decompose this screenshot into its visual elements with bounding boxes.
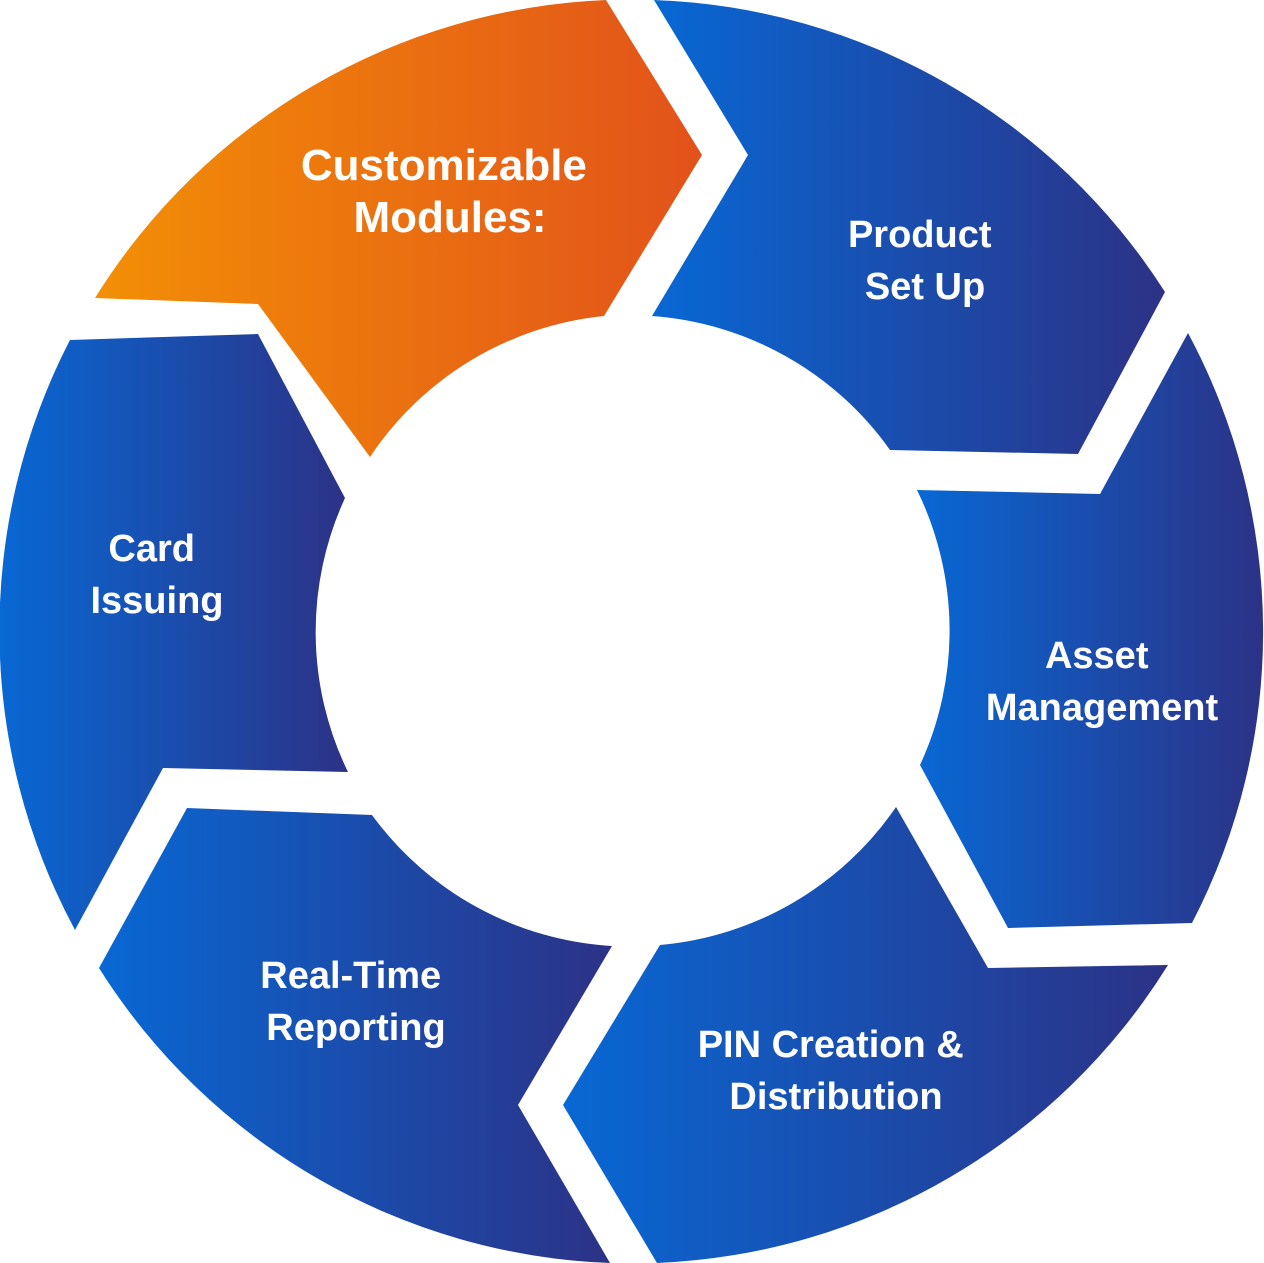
segment-label-line1: Customizable xyxy=(301,141,587,190)
svg-text:Customizable Modules:: Customizable Modules: xyxy=(301,141,599,242)
segment-label-line1: Real-Time xyxy=(260,955,441,997)
segment-shape xyxy=(563,807,1168,1263)
segment-label-line2: Issuing xyxy=(90,580,223,622)
segment-label-line2: Management xyxy=(986,687,1219,729)
segment-card-issuing: Card Issuing xyxy=(0,334,348,930)
segment-customizable-modules: Customizable Modules: xyxy=(95,0,702,457)
segment-shape xyxy=(917,333,1264,928)
segment-label-line1: Asset xyxy=(1045,635,1149,677)
segment-label-line2: Set Up xyxy=(865,266,985,308)
segment-asset-management: Asset Management xyxy=(917,333,1264,928)
segment-label-line2: Distribution xyxy=(729,1076,942,1118)
segment-label-line2: Reporting xyxy=(266,1007,445,1049)
svg-text:Product Set Up: Product Set Up xyxy=(848,214,1002,308)
segment-shape xyxy=(652,0,1165,454)
svg-text:Real-Time Reporting: Real-Time Reporting xyxy=(260,955,452,1049)
svg-text:PIN Creation & Distribut: PIN Creation & Distribution xyxy=(698,1024,975,1118)
segment-shape xyxy=(99,808,612,1263)
segment-label-line2: Modules: xyxy=(353,193,546,242)
segment-shape xyxy=(0,334,348,930)
segment-label-line1: PIN Creation & xyxy=(698,1024,964,1066)
segment-product-set-up: Product Set Up xyxy=(652,0,1165,454)
segment-label-line1: Card xyxy=(108,528,195,570)
svg-text:Asset Management: Asset Management xyxy=(986,635,1219,729)
segment-real-time-reporting: Real-Time Reporting xyxy=(99,808,612,1263)
segment-label-line1: Product xyxy=(848,214,992,256)
segment-shape xyxy=(95,0,702,457)
segment-pin-creation-distribution: PIN Creation & Distribution xyxy=(563,807,1168,1263)
svg-text:Card Issuing: Card Issuing xyxy=(90,528,223,622)
